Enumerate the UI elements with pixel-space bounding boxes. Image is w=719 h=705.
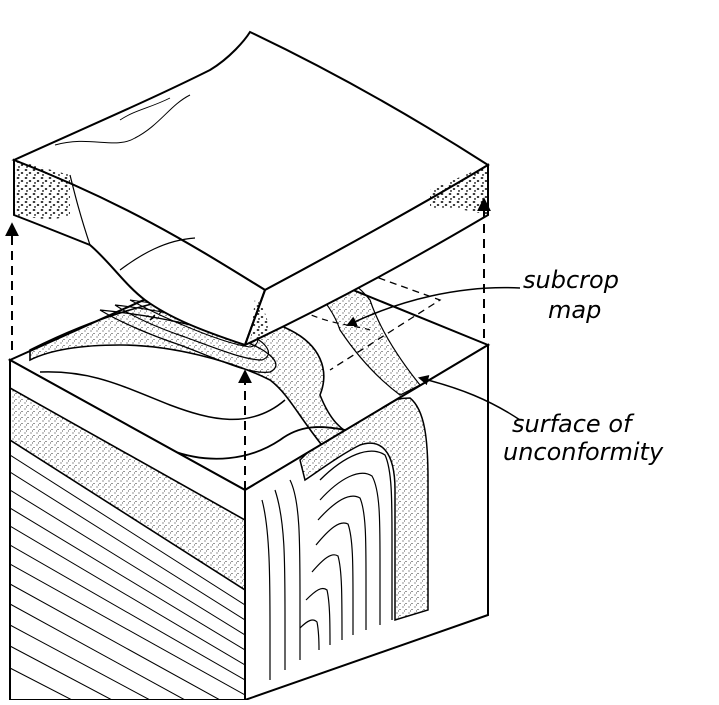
- projection-arrows: [4, 197, 491, 490]
- upper-block: [11, 30, 490, 371]
- map-label: map: [548, 296, 601, 324]
- lower-block: [7, 248, 491, 702]
- subcrop-label: subcrop: [523, 266, 619, 294]
- surface-pointer: [417, 374, 521, 421]
- surface-of-label: surface of: [512, 410, 635, 438]
- left-face-strata: [10, 387, 245, 700]
- upper-left-face: [13, 158, 267, 347]
- right-face-folds: [261, 397, 429, 680]
- fold-contour: [39, 371, 286, 421]
- subcrop-pointer: [346, 286, 521, 327]
- unconformity-label: unconformity: [503, 438, 664, 466]
- right-face: [244, 343, 489, 702]
